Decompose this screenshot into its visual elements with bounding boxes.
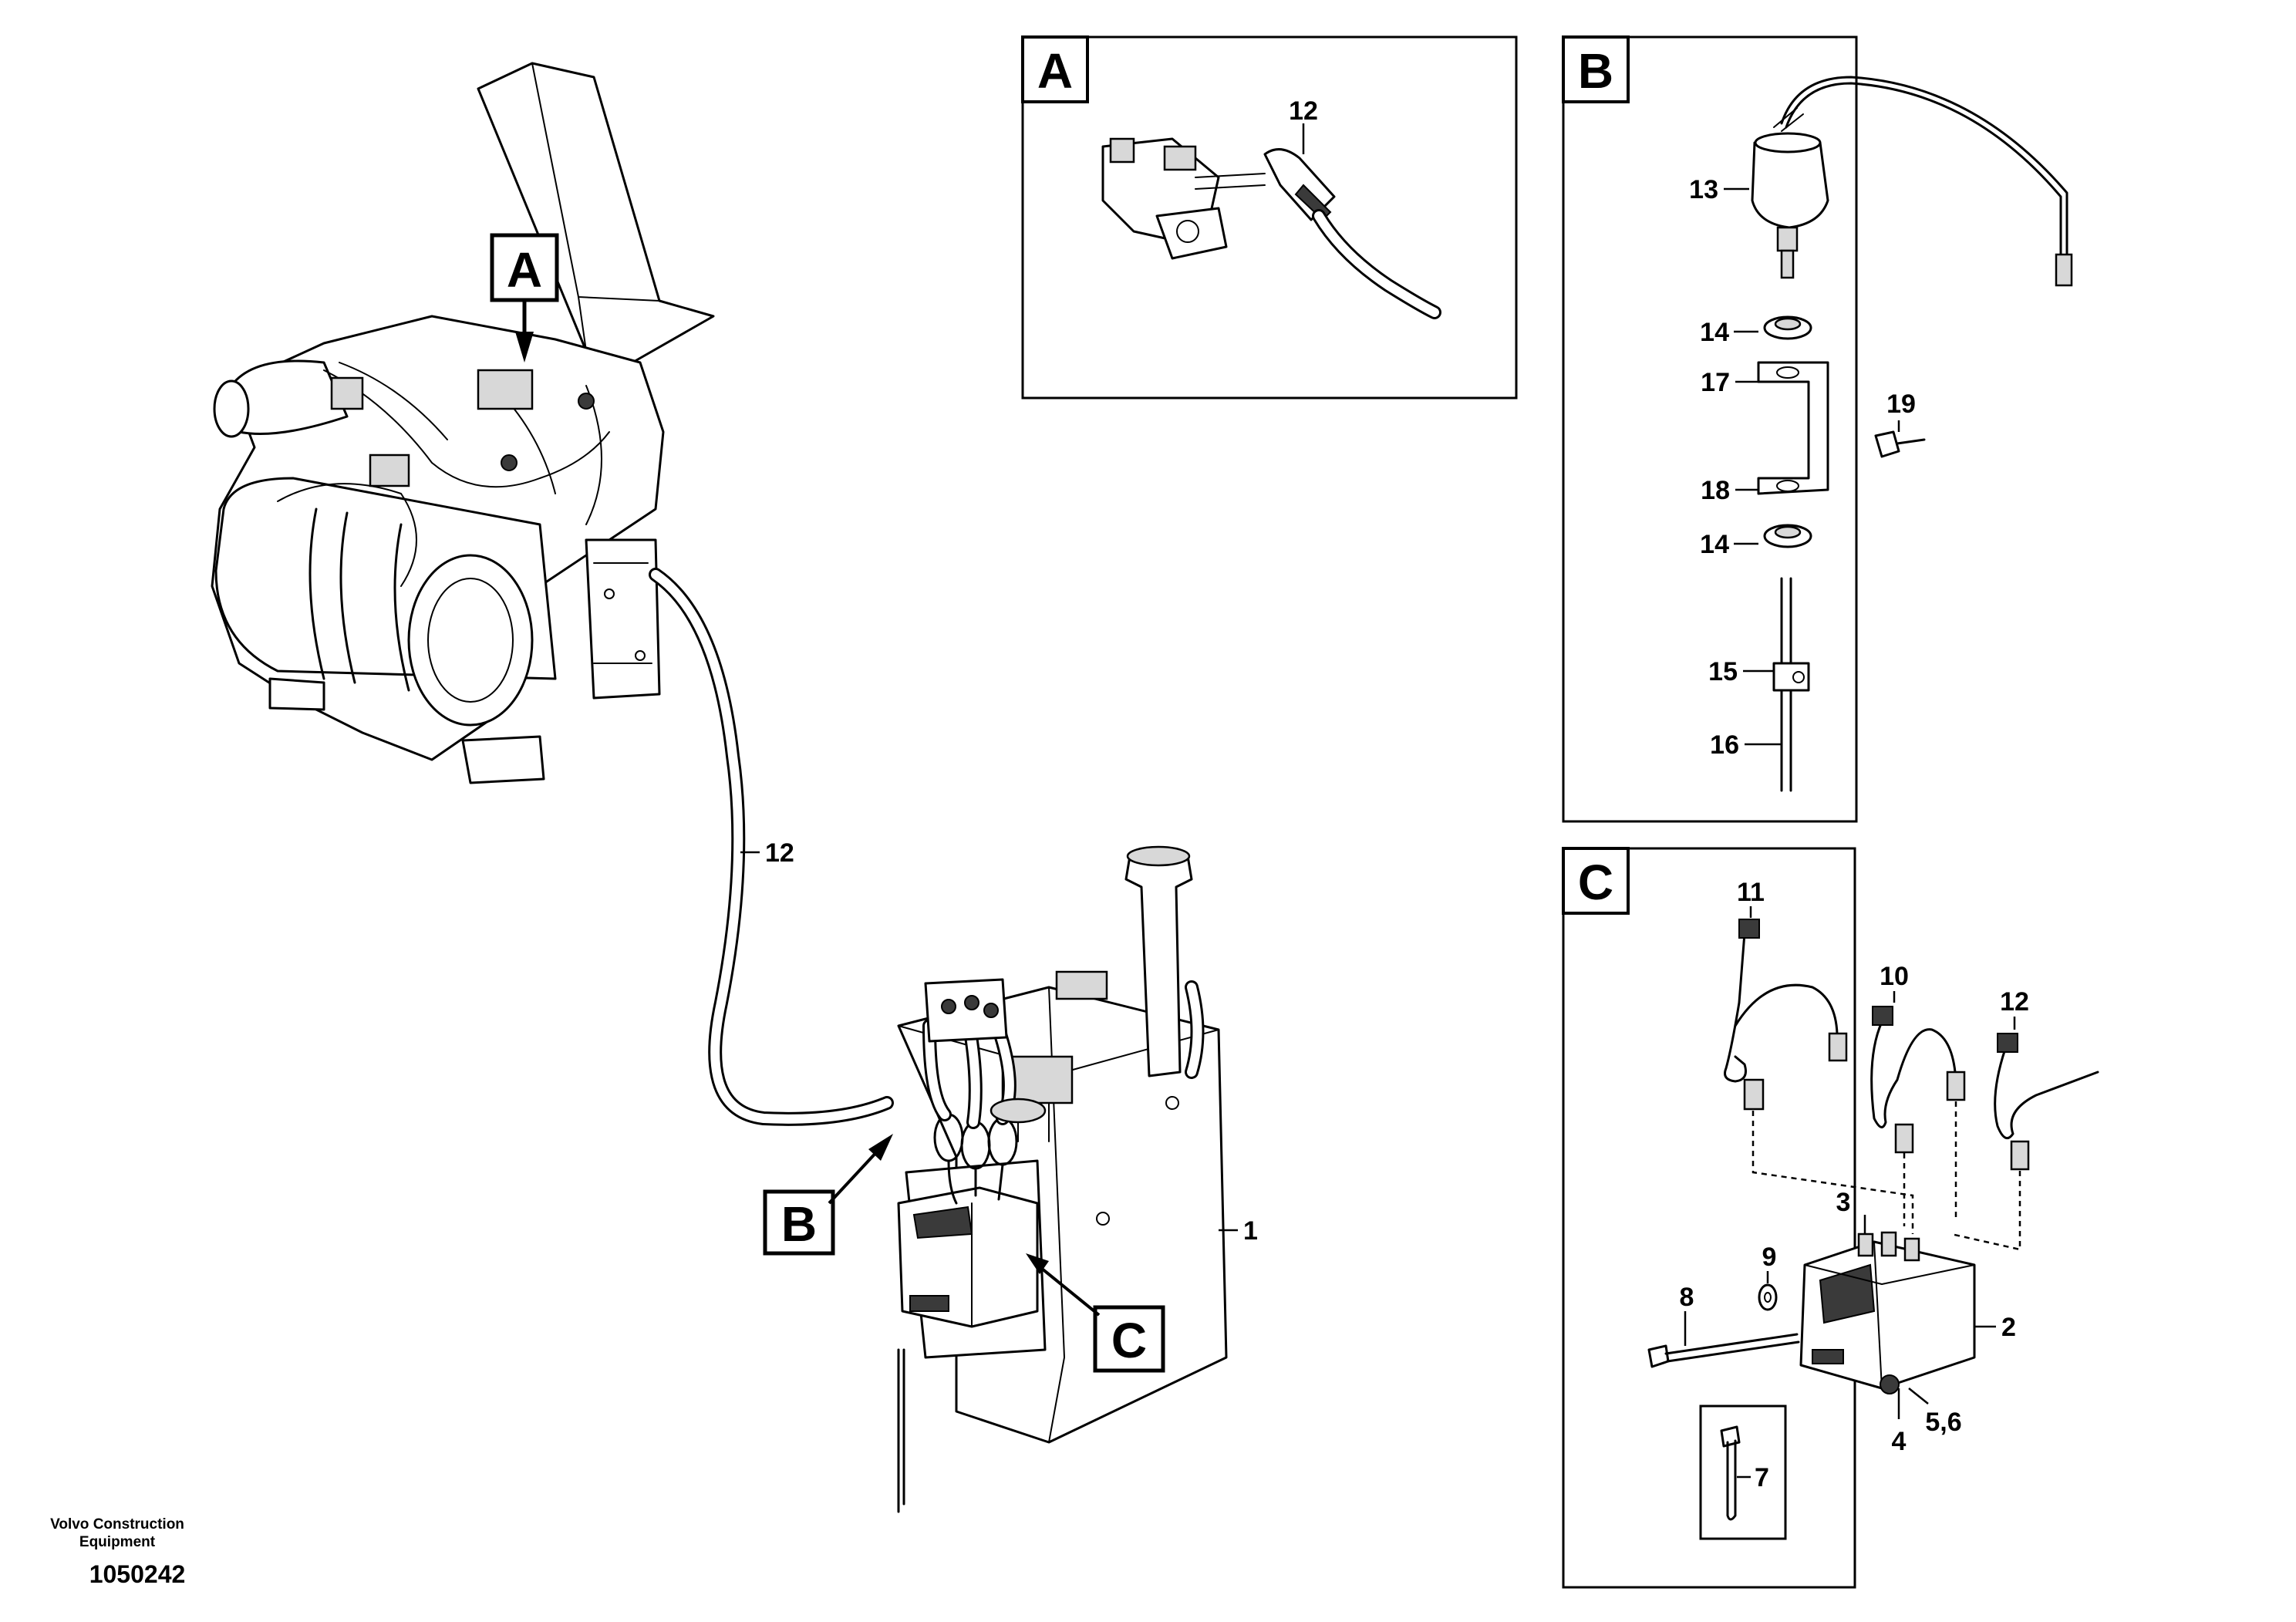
- detail-view-c: C 11 10 12: [1562, 847, 2099, 1589]
- callout-a-main-letter: A: [507, 242, 542, 298]
- view-a-letter: A: [1037, 43, 1073, 99]
- callout-14-top: 14: [1700, 318, 1729, 347]
- detail-view-a: A 12: [1021, 35, 1518, 400]
- callout-12-view-a: 12: [1289, 96, 1318, 126]
- callout-1-main: 1: [1219, 1216, 1258, 1246]
- callout-2: 2: [2001, 1313, 2016, 1342]
- view-c-letter: C: [1578, 855, 1613, 910]
- callout-1-label: 1: [1243, 1216, 1258, 1246]
- def-tank: [897, 845, 1228, 1513]
- view-b-letter: B: [1578, 43, 1613, 99]
- callout-c-main-letter: C: [1111, 1313, 1147, 1368]
- drawing-number: 1050242: [89, 1560, 186, 1588]
- callout-16: 16: [1710, 730, 1739, 760]
- hose-12-main: 12: [649, 568, 894, 1126]
- callout-13: 13: [1689, 175, 1718, 204]
- company-name-line1: Volvo Construction: [50, 1516, 184, 1533]
- callout-b-main: B: [763, 1134, 893, 1256]
- callout-10: 10: [1880, 962, 1909, 991]
- exhaust-aftertreatment-assembly: [211, 62, 715, 784]
- detail-view-b: B 13 14 17 18 19 14: [1562, 35, 2073, 823]
- callout-9: 9: [1762, 1243, 1777, 1272]
- callout-a-main: A: [490, 233, 559, 363]
- callout-8: 8: [1680, 1283, 1694, 1312]
- callout-b-main-letter: B: [781, 1196, 817, 1252]
- callout-4: 4: [1892, 1427, 1907, 1456]
- callout-15: 15: [1708, 657, 1738, 686]
- footer-block: Volvo Construction Equipment 1050242: [50, 1516, 185, 1588]
- callout-12-main: 12: [765, 838, 794, 868]
- callout-7: 7: [1755, 1463, 1769, 1492]
- company-name-line2: Equipment: [79, 1534, 156, 1550]
- callout-14-bottom: 14: [1700, 530, 1729, 559]
- callout-3: 3: [1836, 1188, 1851, 1217]
- callout-5-6: 5,6: [1925, 1408, 1961, 1437]
- callout-17: 17: [1701, 368, 1730, 397]
- callout-19: 19: [1886, 389, 1916, 419]
- callout-18: 18: [1701, 476, 1730, 505]
- callout-11: 11: [1737, 878, 1765, 907]
- callout-12-view-c: 12: [2000, 987, 2029, 1017]
- callout-c-main: C: [1026, 1253, 1165, 1373]
